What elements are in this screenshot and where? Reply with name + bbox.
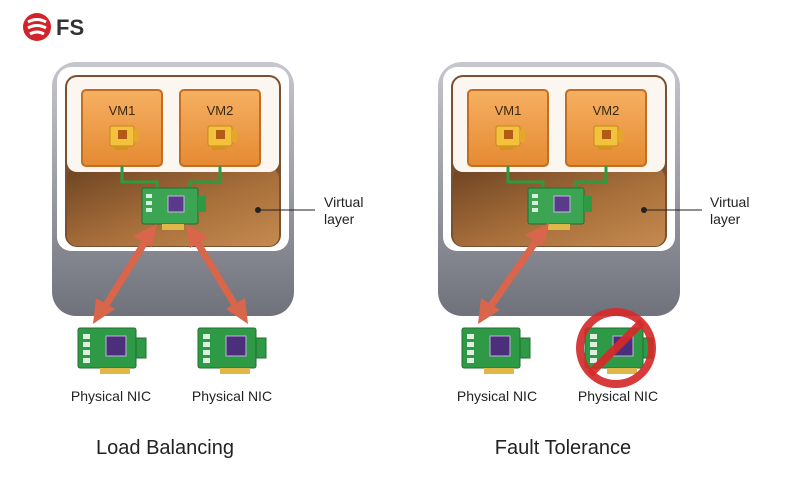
panel-load-balancing: VM1 VM2 <box>52 62 363 459</box>
nic-label: Physical NIC <box>578 388 658 404</box>
vm-link-line <box>574 166 608 190</box>
virtual-nic-icon <box>593 125 623 150</box>
vm-link-line <box>120 166 159 190</box>
bidirectional-arrow-icon <box>186 224 248 324</box>
fs-logo-icon <box>23 13 51 41</box>
nic-label: Physical NIC <box>192 388 272 404</box>
vm-box: VM2 <box>565 89 647 167</box>
nic-label: Physical NIC <box>71 388 151 404</box>
virtual-nic-icon <box>109 125 139 150</box>
fs-logo: FS <box>23 13 84 41</box>
vm-link-line <box>188 166 222 190</box>
nic-label: Physical NIC <box>457 388 537 404</box>
vm-label: VM2 <box>207 103 234 118</box>
bidirectional-arrow-icon <box>93 224 157 324</box>
prohibited-icon <box>576 308 656 388</box>
virtual-layer-label: layer <box>710 211 741 227</box>
vm-box: VM2 <box>179 89 261 167</box>
vm-label: VM1 <box>109 103 136 118</box>
physical-nic-icon <box>77 327 147 374</box>
virtual-switch-icon <box>527 187 592 230</box>
virtual-switch-icon <box>141 187 206 230</box>
physical-nic-icon <box>461 327 531 374</box>
brand-name: FS <box>56 15 84 40</box>
vm-link-line <box>506 166 545 190</box>
panel-caption: Load Balancing <box>96 437 234 459</box>
vm-label: VM2 <box>593 103 620 118</box>
panel-fault-tolerance: VM1 VM2 <box>438 62 749 459</box>
physical-nic-icon <box>197 327 267 374</box>
virtual-layer-label: layer <box>324 211 355 227</box>
panel-caption: Fault Tolerance <box>495 437 631 459</box>
virtual-layer-label: Virtual <box>324 194 363 210</box>
bidirectional-arrow-icon <box>478 223 549 324</box>
vm-box: VM1 <box>467 89 549 167</box>
virtual-layer-label: Virtual <box>710 194 749 210</box>
virtual-nic-icon <box>207 125 237 150</box>
vm-box: VM1 <box>81 89 163 167</box>
virtual-nic-icon <box>495 125 525 150</box>
vm-label: VM1 <box>495 103 522 118</box>
